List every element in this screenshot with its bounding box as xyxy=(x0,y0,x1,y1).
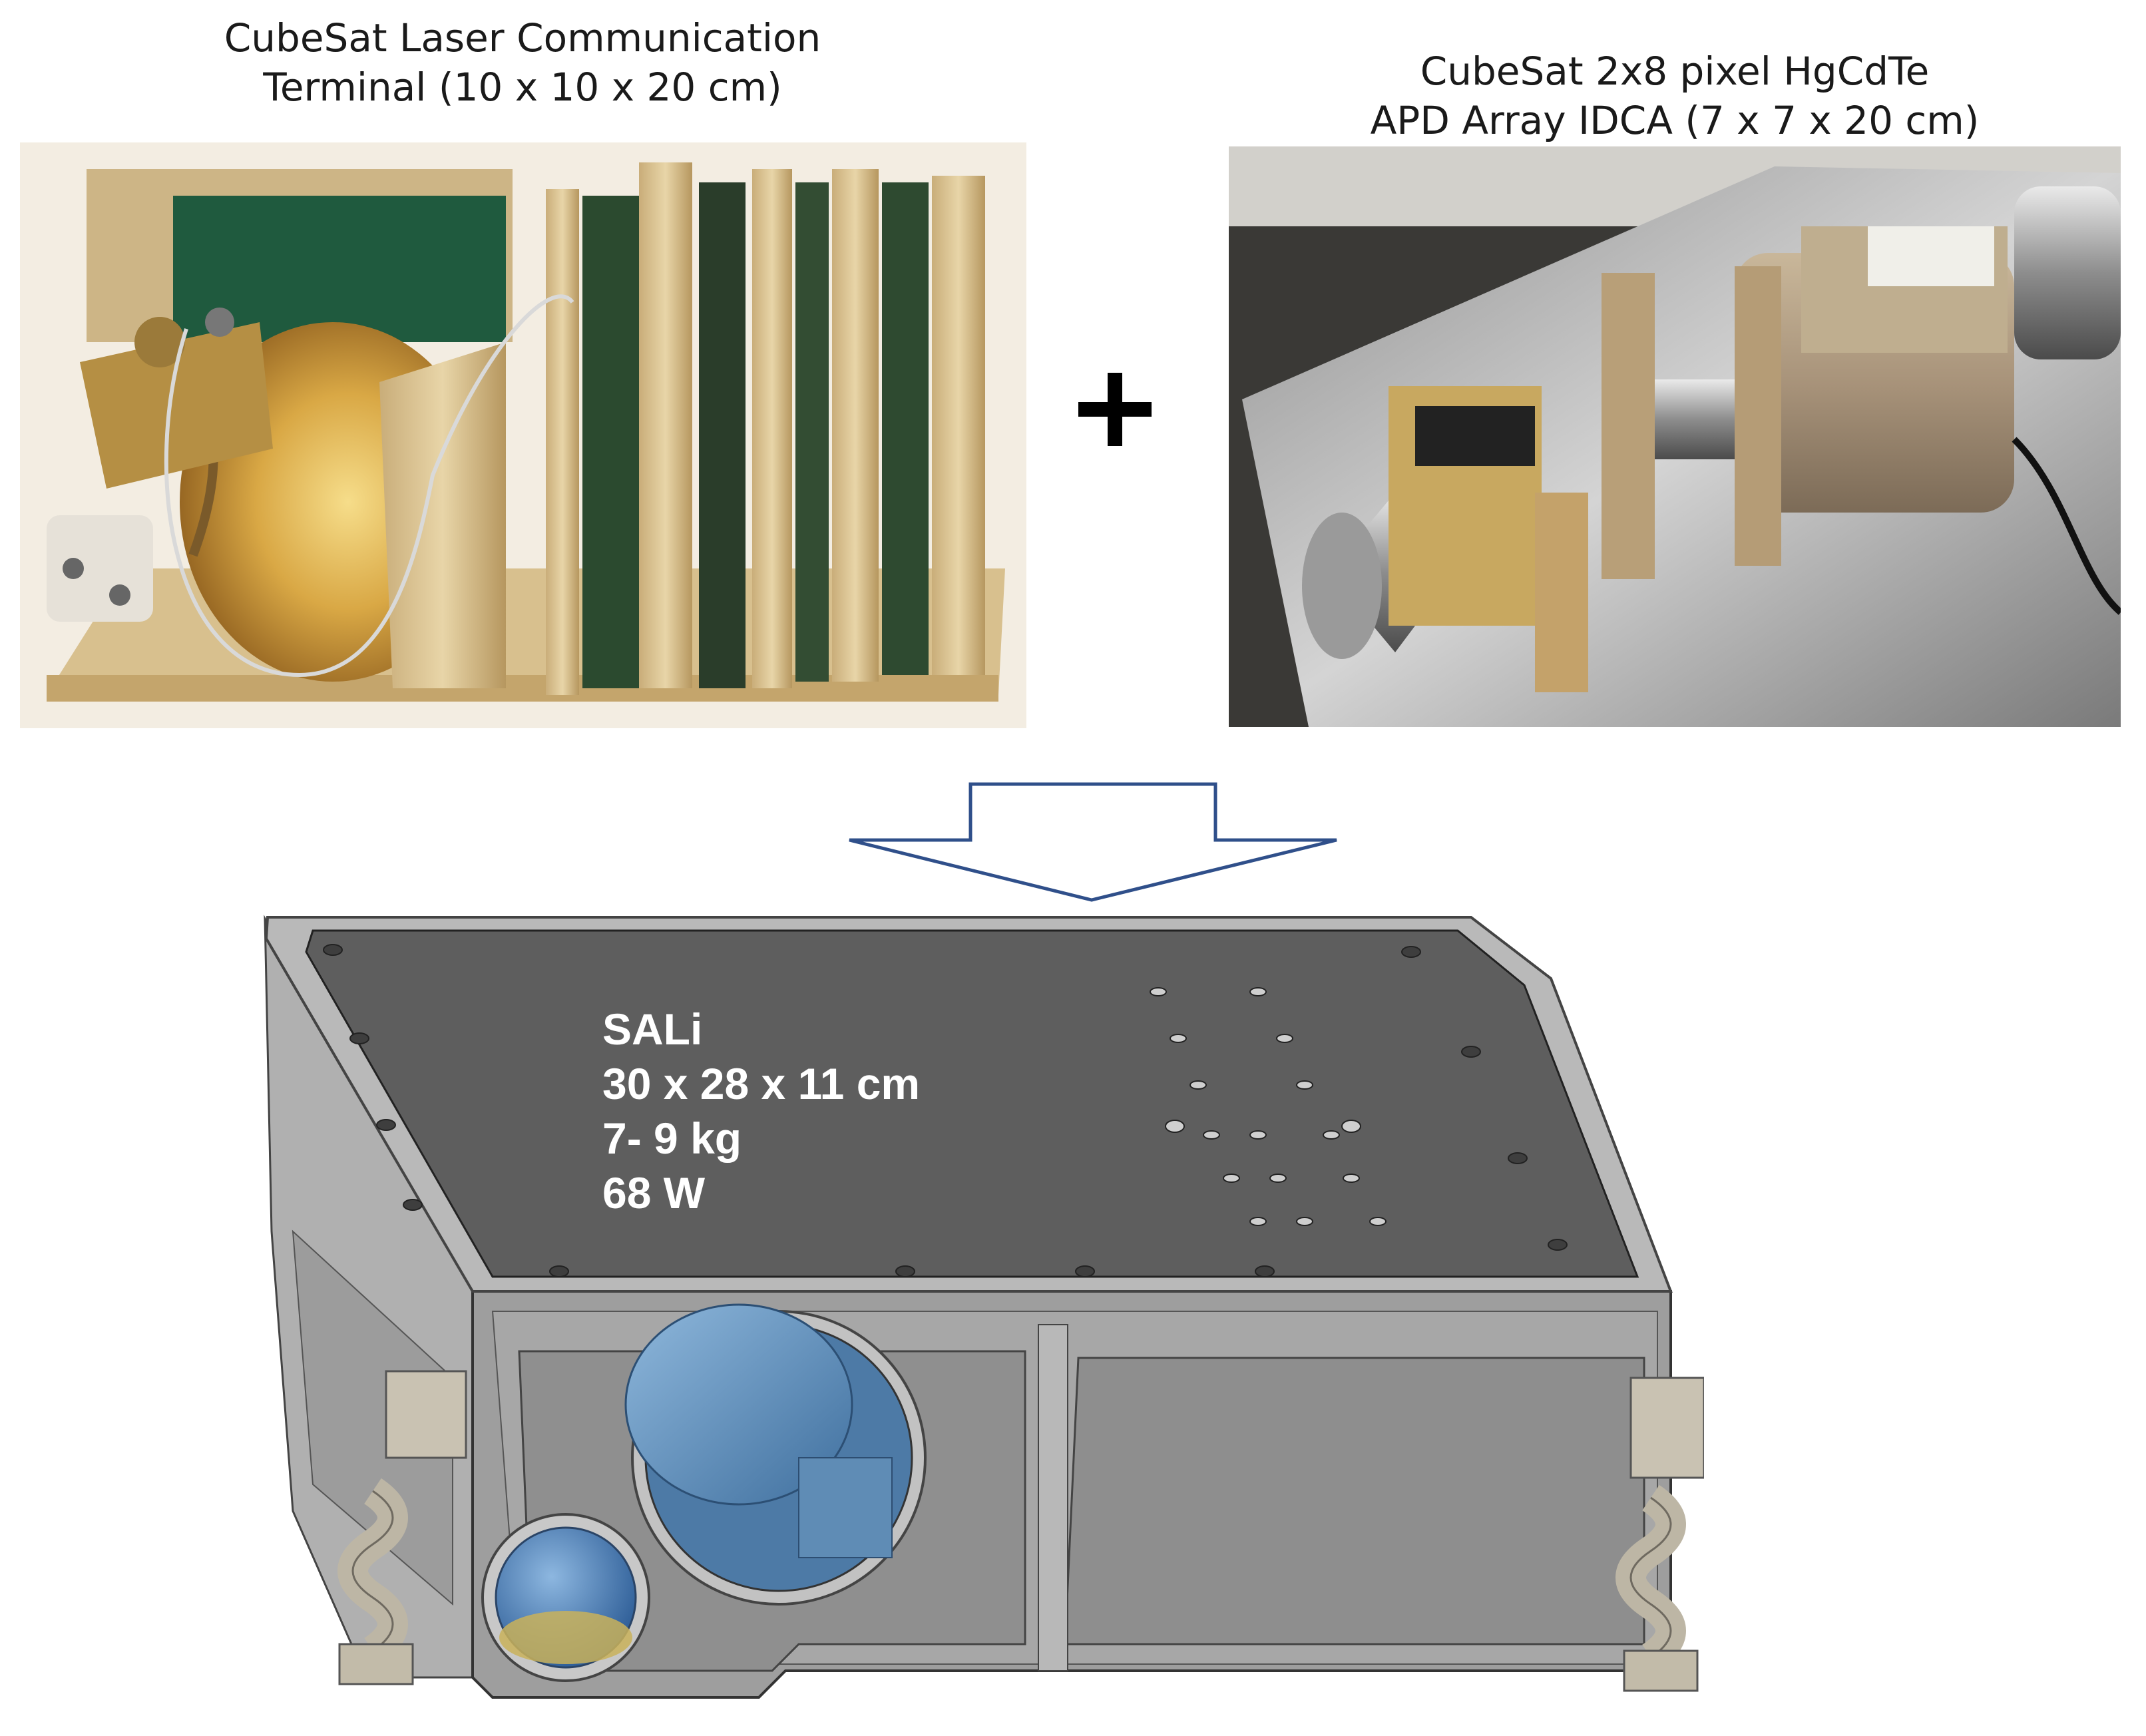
terminal-caption-line-2: Terminal (10 x 10 x 20 cm) xyxy=(263,65,782,110)
plus-icon xyxy=(1078,373,1152,446)
laser-terminal-photo xyxy=(20,142,1026,728)
sali-instrument-render xyxy=(264,915,1704,1699)
sali-name: SALi xyxy=(602,1004,703,1054)
terminal-caption: CubeSat Laser Communication Terminal (10… xyxy=(20,13,1025,112)
apd-array-photo xyxy=(1229,146,2121,727)
apd-array-caption-line-1: CubeSat 2x8 pixel HgCdTe xyxy=(1420,49,1930,94)
sali-power: 68 W xyxy=(602,1168,706,1217)
sali-specs: SALi 30 x 28 x 11 cm 7- 9 kg 68 W xyxy=(602,1002,920,1220)
apd-array-caption: CubeSat 2x8 pixel HgCdTe APD Array IDCA … xyxy=(1229,47,2121,145)
down-arrow-icon xyxy=(849,782,1337,902)
apd-array-caption-line-2: APD Array IDCA (7 x 7 x 20 cm) xyxy=(1370,98,1980,143)
sali-dimensions: 30 x 28 x 11 cm xyxy=(602,1059,921,1108)
sali-mass: 7- 9 kg xyxy=(602,1114,742,1163)
terminal-caption-line-1: CubeSat Laser Communication xyxy=(224,15,821,61)
